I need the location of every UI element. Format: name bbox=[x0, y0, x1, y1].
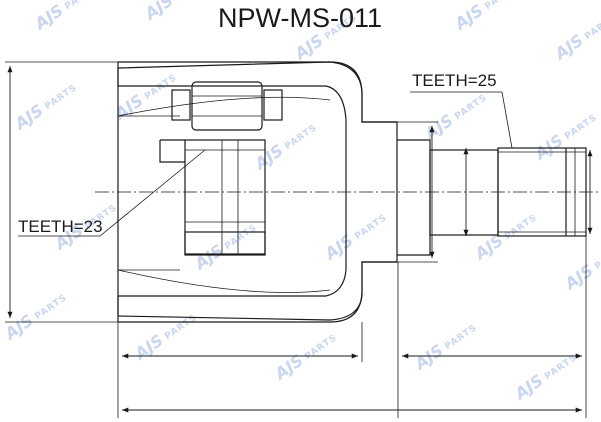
svg-text:AJS: AJS bbox=[560, 261, 597, 295]
svg-text:PARTS: PARTS bbox=[33, 293, 69, 322]
svg-text:AJS: AJS bbox=[290, 31, 327, 65]
svg-text:PARTS: PARTS bbox=[593, 243, 601, 272]
svg-text:PARTS: PARTS bbox=[63, 0, 99, 12]
svg-text:AJS: AJS bbox=[190, 241, 227, 275]
svg-text:AJS: AJS bbox=[30, 1, 67, 35]
svg-text:AJS: AJS bbox=[420, 111, 457, 145]
svg-text:PARTS: PARTS bbox=[583, 13, 601, 42]
svg-text:PARTS: PARTS bbox=[353, 213, 389, 242]
svg-text:PARTS: PARTS bbox=[483, 0, 519, 12]
svg-text:AJS: AJS bbox=[250, 141, 287, 175]
part-number-title: NPW-MS-011 bbox=[218, 3, 382, 33]
inner-teeth-label: TEETH=23 bbox=[18, 217, 103, 236]
svg-text:AJS: AJS bbox=[410, 341, 447, 375]
svg-text:PARTS: PARTS bbox=[143, 73, 179, 102]
svg-text:PARTS: PARTS bbox=[503, 213, 539, 242]
svg-text:PARTS: PARTS bbox=[173, 0, 209, 2]
svg-text:AJS: AJS bbox=[130, 331, 167, 365]
svg-text:AJS: AJS bbox=[320, 231, 357, 265]
svg-text:AJS: AJS bbox=[10, 101, 47, 135]
svg-text:AJS: AJS bbox=[550, 31, 587, 65]
svg-text:PARTS: PARTS bbox=[43, 83, 79, 112]
svg-text:PARTS: PARTS bbox=[563, 113, 599, 142]
svg-text:AJS: AJS bbox=[450, 1, 487, 35]
svg-text:PARTS: PARTS bbox=[223, 223, 259, 252]
svg-text:PARTS: PARTS bbox=[303, 333, 339, 362]
dimension-lines bbox=[5, 61, 593, 418]
svg-text:AJS: AJS bbox=[510, 371, 547, 405]
svg-text:PARTS: PARTS bbox=[453, 93, 489, 122]
svg-text:PARTS: PARTS bbox=[443, 323, 479, 352]
outer-teeth-label: TEETH=25 bbox=[412, 71, 497, 90]
watermark-layer: AJSPARTSAJSPARTSAJSPARTSAJSPARTSAJSPARTS… bbox=[0, 0, 601, 404]
svg-text:PARTS: PARTS bbox=[283, 123, 319, 152]
svg-text:AJS: AJS bbox=[110, 91, 147, 125]
svg-text:AJS: AJS bbox=[140, 0, 177, 24]
svg-text:AJS: AJS bbox=[0, 311, 37, 345]
svg-text:PARTS: PARTS bbox=[543, 353, 579, 382]
